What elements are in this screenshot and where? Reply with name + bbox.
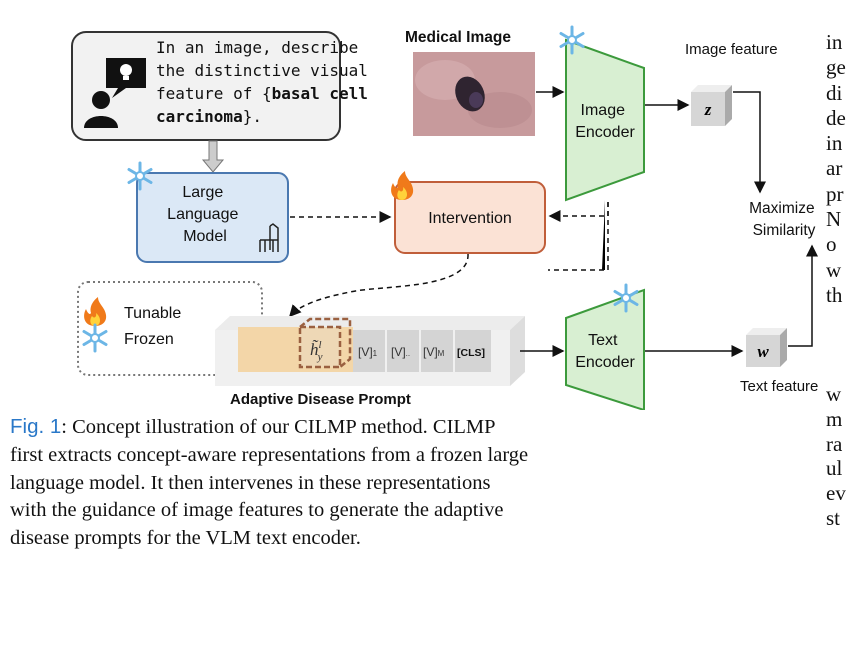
text-encoder: Text Encoder [565,283,645,410]
concept-figure: In an image, describe the distinctive vi… [71,25,819,410]
text-line: ul [826,456,843,481]
text-line: ge [826,55,846,80]
llama-icon [259,223,279,252]
text-encoder-label-1: Text [588,332,618,349]
text-line: w [826,382,842,406]
prompt-end: }. [243,107,262,126]
intervention-label: Intervention [428,210,512,227]
intervention-to-prompt-arrow [288,253,469,318]
prompt-speech-box: In an image, describe the distinctive vi… [71,31,378,141]
maximize-label-2: Similarity [753,222,816,239]
prompt-disease-2: carcinoma [156,107,243,126]
caption-label: Fig. 1 [10,415,62,438]
text-feature-cube: w [746,328,787,367]
legend-tunable: Tunable [124,305,181,322]
image-encoder-label-2: Encoder [575,124,635,141]
svg-text:Image Encoder: Image Encoder [575,102,635,141]
text-line: o [826,232,837,257]
w-to-similarity-arrow [788,244,818,347]
medical-image-label: Medical Image [405,29,511,46]
fire-icon [84,297,107,326]
image-to-intervention-arrow [548,202,609,222]
text-line: st [826,505,841,530]
token-cls: [CLS] [457,347,485,359]
llm-label-2: Language [167,206,238,223]
llm-label-3: Model [183,228,227,245]
image-encoder-label-1: Image [581,102,626,119]
token-v1: [V]1 [358,345,378,359]
prompt-line-2: the distinctive visual [156,61,368,80]
text-line: N [826,207,842,232]
caption-line: : Concept illustration of our CILMP meth… [61,416,496,438]
text-line: ra [826,431,843,456]
down-arrow [201,140,225,173]
svg-text:Maximize Similarity: Maximize Similarity [749,200,819,239]
text-line: in [826,30,843,54]
legend-frozen: Frozen [124,331,174,348]
prompt-disease: basal cell [272,84,368,103]
svg-text:Text Encoder: Text Encoder [575,332,635,371]
fire-icon [391,171,414,200]
h-sup: l [319,339,322,351]
h-token: h̃ [310,340,319,359]
image-feature-cube: z [691,85,732,126]
text-line: m [826,406,843,431]
prompt-label: Adaptive Disease Prompt [230,391,411,408]
user-lightbulb-icon [84,58,146,128]
text-line: ar [826,156,843,181]
text-line: ev [826,481,846,506]
llm-label-1: Large [182,184,223,201]
figure-caption: Fig. 1: Concept illustration of our CILM… [10,413,810,553]
text-feature-label: Text feature [740,378,818,395]
svg-text:In an image, describe th: In an image, describe the distinctive vi… [156,38,378,126]
z-symbol: z [704,100,712,119]
text-line: w [826,257,842,282]
maximize-label-1: Maximize [749,200,814,217]
caption-line: with the guidance of image features to g… [10,499,504,522]
medical-image [413,52,535,136]
prompt-line-3: feature of { [156,84,272,103]
w-symbol: w [757,342,769,361]
token-v-dots: [V].. [391,345,410,359]
llm-box: Large Language Model [127,161,289,263]
h-sub: y [317,351,323,363]
caption-line: first extracts concept-aware representat… [10,443,529,466]
prompt-line-1: In an image, describe [156,38,358,57]
svg-text:Large Language Mod: Large Language Model [167,184,243,245]
caption-line: language model. It then intervenes in th… [10,471,491,494]
caption-line: disease prompts for the VLM text encoder… [10,527,361,550]
text-line: th [826,282,843,307]
text-line: di [826,80,843,105]
z-to-similarity-arrow [733,91,766,194]
text-encoder-label-2: Encoder [575,354,635,371]
text-line: pr [826,181,844,206]
svg-text:h̃ly: h̃ly [310,339,323,363]
image-encoder: Image Encoder [559,25,645,202]
text-line: in [826,131,843,156]
intervention-box: Intervention [391,171,546,254]
text-line: de [826,105,846,130]
image-feature-label: Image feature [685,41,778,58]
token-vm: [V]M [423,345,445,359]
snowflake-icon [82,323,108,353]
